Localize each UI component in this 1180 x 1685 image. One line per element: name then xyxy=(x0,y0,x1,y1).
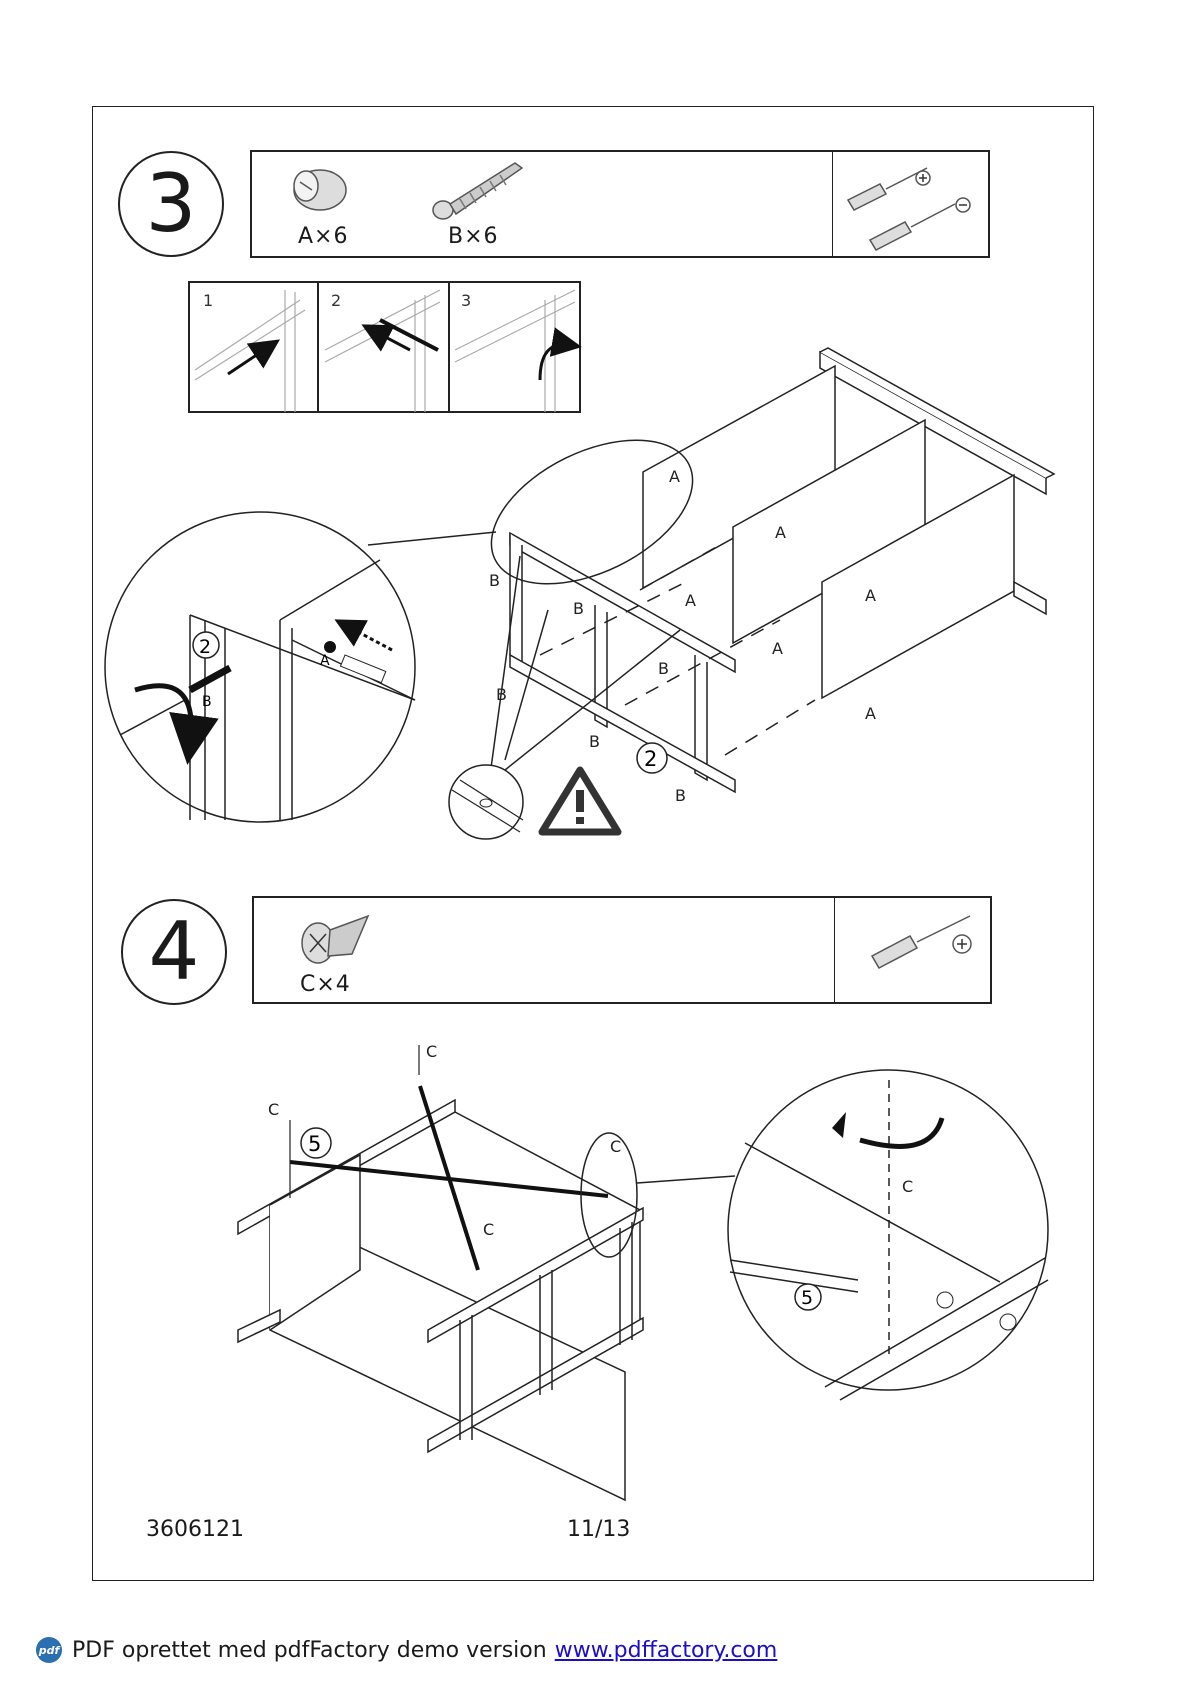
warning-icon xyxy=(542,770,618,832)
pdffactory-link[interactable]: www.pdffactory.com xyxy=(555,1638,778,1663)
label-b-6: B xyxy=(675,786,686,805)
step3-cabinet-assembly xyxy=(510,348,1054,792)
screw-b-icon xyxy=(433,163,522,219)
substep-3: 3 xyxy=(461,291,471,310)
label-c-4: C xyxy=(483,1220,494,1239)
screwdriver-icons xyxy=(848,168,970,250)
label-a-6: A xyxy=(865,704,876,723)
label-b-1: B xyxy=(489,571,500,590)
label-c-2: C xyxy=(268,1100,279,1119)
label-b-4: B xyxy=(496,685,507,704)
product-code: 3606121 xyxy=(146,1517,244,1542)
pdf-banner: pdf PDF oprettet med pdfFactory demo ver… xyxy=(36,1632,777,1668)
ref-2-detail: 2 xyxy=(199,636,211,658)
substep-panels xyxy=(189,282,580,412)
pdf-logo-icon: pdf xyxy=(36,1637,62,1663)
hole-detail-circle xyxy=(449,765,523,839)
label-b-5: B xyxy=(589,732,600,751)
label-b-detail: B xyxy=(202,694,212,710)
ref-2-main: 2 xyxy=(644,747,657,771)
ref-5-main: 5 xyxy=(308,1132,321,1156)
label-a-2: A xyxy=(775,523,786,542)
phillips-screwdriver-icon xyxy=(872,916,971,968)
substep-2: 2 xyxy=(331,291,341,310)
step4-detail-circle xyxy=(728,1070,1048,1400)
label-c-1: C xyxy=(426,1042,437,1061)
label-c-3: C xyxy=(610,1137,621,1156)
substep-1: 1 xyxy=(203,291,213,310)
label-a-5: A xyxy=(772,639,783,658)
label-c-5: C xyxy=(902,1177,913,1196)
page-number: 11/13 xyxy=(567,1517,630,1542)
ref-5-detail: 5 xyxy=(801,1287,813,1309)
label-a-1: A xyxy=(669,467,680,486)
label-b-3: B xyxy=(658,659,669,678)
step4-cabinet-assembly xyxy=(238,1100,643,1500)
label-a-3: A xyxy=(685,591,696,610)
label-b-2: B xyxy=(573,599,584,618)
label-a-4: A xyxy=(865,586,876,605)
label-a-detail: A xyxy=(320,653,330,669)
pdf-banner-text: PDF oprettet med pdfFactory demo version xyxy=(72,1638,547,1663)
step3-detail-circle xyxy=(105,512,415,822)
cam-lock-icon xyxy=(294,170,346,210)
screw-c-icon xyxy=(302,916,368,963)
